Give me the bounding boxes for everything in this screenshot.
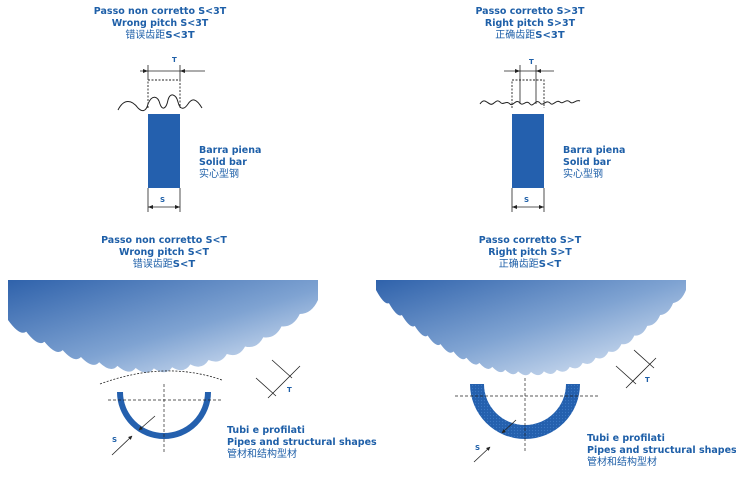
s-arrow-inner (501, 419, 517, 434)
cut-wave-line (117, 94, 203, 112)
s-arrow-left (512, 205, 517, 209)
material-chinese: 管材和结构型材 (227, 449, 297, 460)
t-extension-b (271, 359, 293, 379)
s-arrow-right (175, 205, 180, 209)
solid-bar-wrong-graphic (117, 65, 205, 212)
s-arrow-inner (138, 415, 156, 431)
title-english: Wrong pitch S<T (119, 247, 209, 258)
title-italian: Passo non corretto S<3T (93, 6, 227, 17)
solid-bar-right-graphic (479, 65, 581, 212)
title-chinese: 正确齿距S<3T (495, 30, 565, 41)
s-arrow-outer (473, 446, 491, 463)
material-bottom-left: Tubi e profilati Pipes and structural sh… (227, 425, 377, 461)
material-chinese: 实心型钢 (199, 169, 239, 180)
title-chinese: 错误齿距S<3T (125, 30, 195, 41)
material-bottom-right: Tubi e profilati Pipes and structural sh… (587, 433, 736, 469)
label-t: T (529, 58, 534, 66)
tooth-outline-dashed (511, 79, 545, 108)
title-italian: Passo corretto S>T (478, 235, 582, 246)
material-top-right: Barra piena Solid bar 实心型钢 (563, 145, 625, 181)
title-bottom-right: Passo corretto S>T Right pitch S>T 正确齿距S… (479, 235, 581, 271)
material-italian: Barra piena (563, 145, 626, 156)
tooth-outline-dashed (147, 79, 181, 108)
solid-bar (512, 114, 544, 188)
cut-wave-line (479, 100, 581, 106)
pipe-wall (470, 384, 580, 439)
label-s: S (524, 196, 530, 204)
label-s: S (160, 196, 166, 204)
material-chinese: 实心型钢 (563, 169, 603, 180)
saw-blade (376, 280, 686, 376)
material-english: Pipes and structural shapes (587, 445, 736, 456)
pipe-wrong-graphic (8, 280, 318, 456)
s-arrow-outer (111, 435, 133, 456)
cut-arc-dashed (99, 370, 223, 385)
label-t: T (172, 56, 177, 64)
label-s: S (475, 444, 481, 452)
title-chinese: 正确齿距S<T (498, 259, 562, 270)
title-english: Right pitch S>T (488, 247, 572, 258)
label-t: T (287, 386, 292, 394)
title-chinese: 错误齿距S<T (132, 259, 196, 270)
t-arrow-left (515, 69, 520, 73)
saw-blade (8, 280, 318, 373)
t-extension-b (633, 349, 655, 369)
label-t: T (645, 376, 650, 384)
title-bottom-left: Passo non corretto S<T Wrong pitch S<T 错… (101, 235, 227, 271)
title-italian: Passo non corretto S<T (101, 235, 227, 246)
title-top-left: Passo non corretto S<3T Wrong pitch S<3T… (94, 6, 226, 42)
title-top-right: Passo corretto S>3T Right pitch S>3T 正确齿… (475, 6, 584, 42)
t-arrow-right (180, 69, 185, 73)
s-arrow-right (539, 205, 544, 209)
material-english: Solid bar (199, 157, 247, 168)
title-italian: Passo corretto S>3T (475, 6, 585, 17)
title-english: Right pitch S>3T (484, 18, 576, 29)
material-english: Pipes and structural shapes (227, 437, 377, 448)
solid-bar (148, 114, 180, 188)
t-dimension-line (625, 357, 657, 389)
material-chinese: 管材和结构型材 (587, 457, 657, 468)
title-english: Wrong pitch S<3T (111, 18, 209, 29)
label-s: S (112, 436, 118, 444)
material-italian: Tubi e profilati (587, 433, 665, 444)
t-arrow-left (143, 69, 148, 73)
pipe-right-graphic (376, 280, 686, 463)
material-italian: Tubi e profilati (227, 425, 305, 436)
t-arrow-right (536, 69, 541, 73)
s-arrow-left (148, 205, 153, 209)
material-top-left: Barra piena Solid bar 实心型钢 (199, 145, 261, 181)
material-italian: Barra piena (199, 145, 262, 156)
t-dimension-line (267, 365, 301, 399)
material-english: Solid bar (563, 157, 611, 168)
